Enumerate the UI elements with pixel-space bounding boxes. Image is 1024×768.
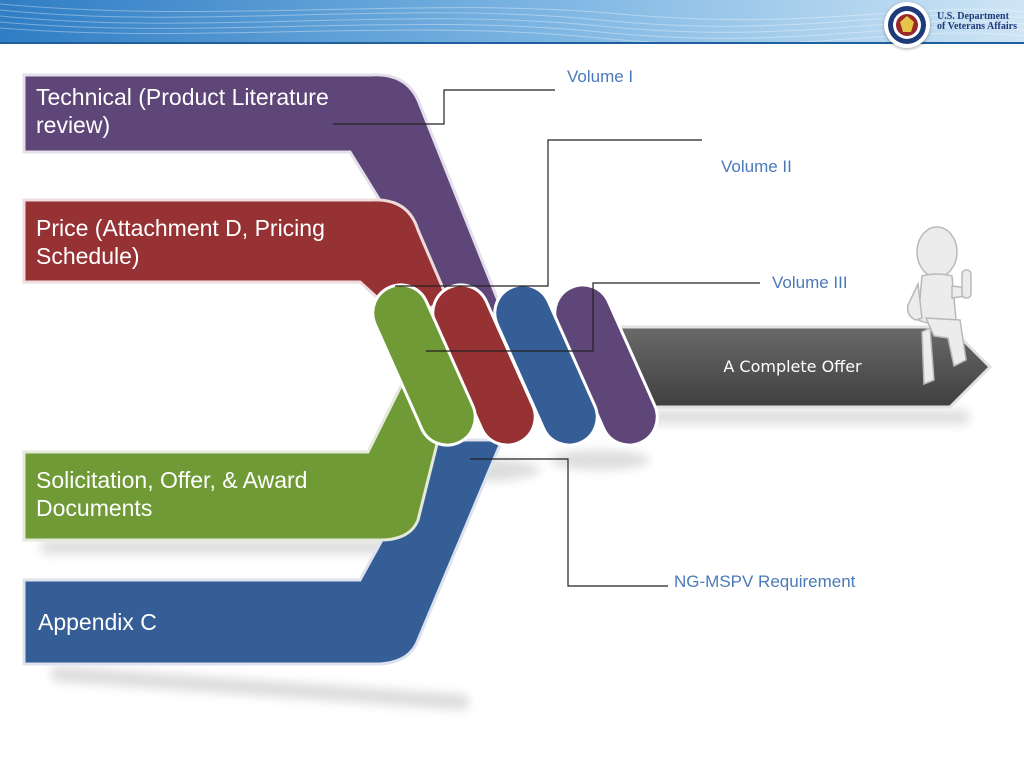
band-label-appendix-c: Appendix C [38,609,157,635]
thumbs-up-figure-icon [906,226,972,386]
agency-line-2: of Veterans Affairs [937,21,1017,32]
va-seal-icon [884,2,930,48]
band-label-solicitation: Solicitation, Offer, & Award Documents [36,467,308,521]
agency-name: U.S. Department of Veterans Affairs [937,12,1021,32]
twist-capsules [371,283,659,447]
callout-requirement: NG-MSPV Requirement [674,572,856,591]
callout-volume-2: Volume II [721,157,792,176]
wave-banner [0,0,1024,44]
complete-offer-label: A Complete Offer [723,357,862,376]
agency-line-1: U.S. Department [937,11,1009,22]
leader-lines [333,89,760,587]
leader-volume-3 [426,282,760,352]
callout-volume-3: Volume III [772,273,848,292]
callout-volume-1: Volume I [567,67,634,86]
leader-requirement [470,458,668,587]
capsule-green [371,283,477,447]
leader-volume-1 [333,89,555,125]
band-appendix-c [22,438,505,666]
band-label-price: Price (Attachment D, Pricing Schedule) [36,215,325,269]
band-label-technical: Technical (Product Literature review) [36,84,329,138]
leader-volume-2 [395,139,702,287]
header-banner: U.S. Department of Veterans Affairs [0,0,1024,48]
